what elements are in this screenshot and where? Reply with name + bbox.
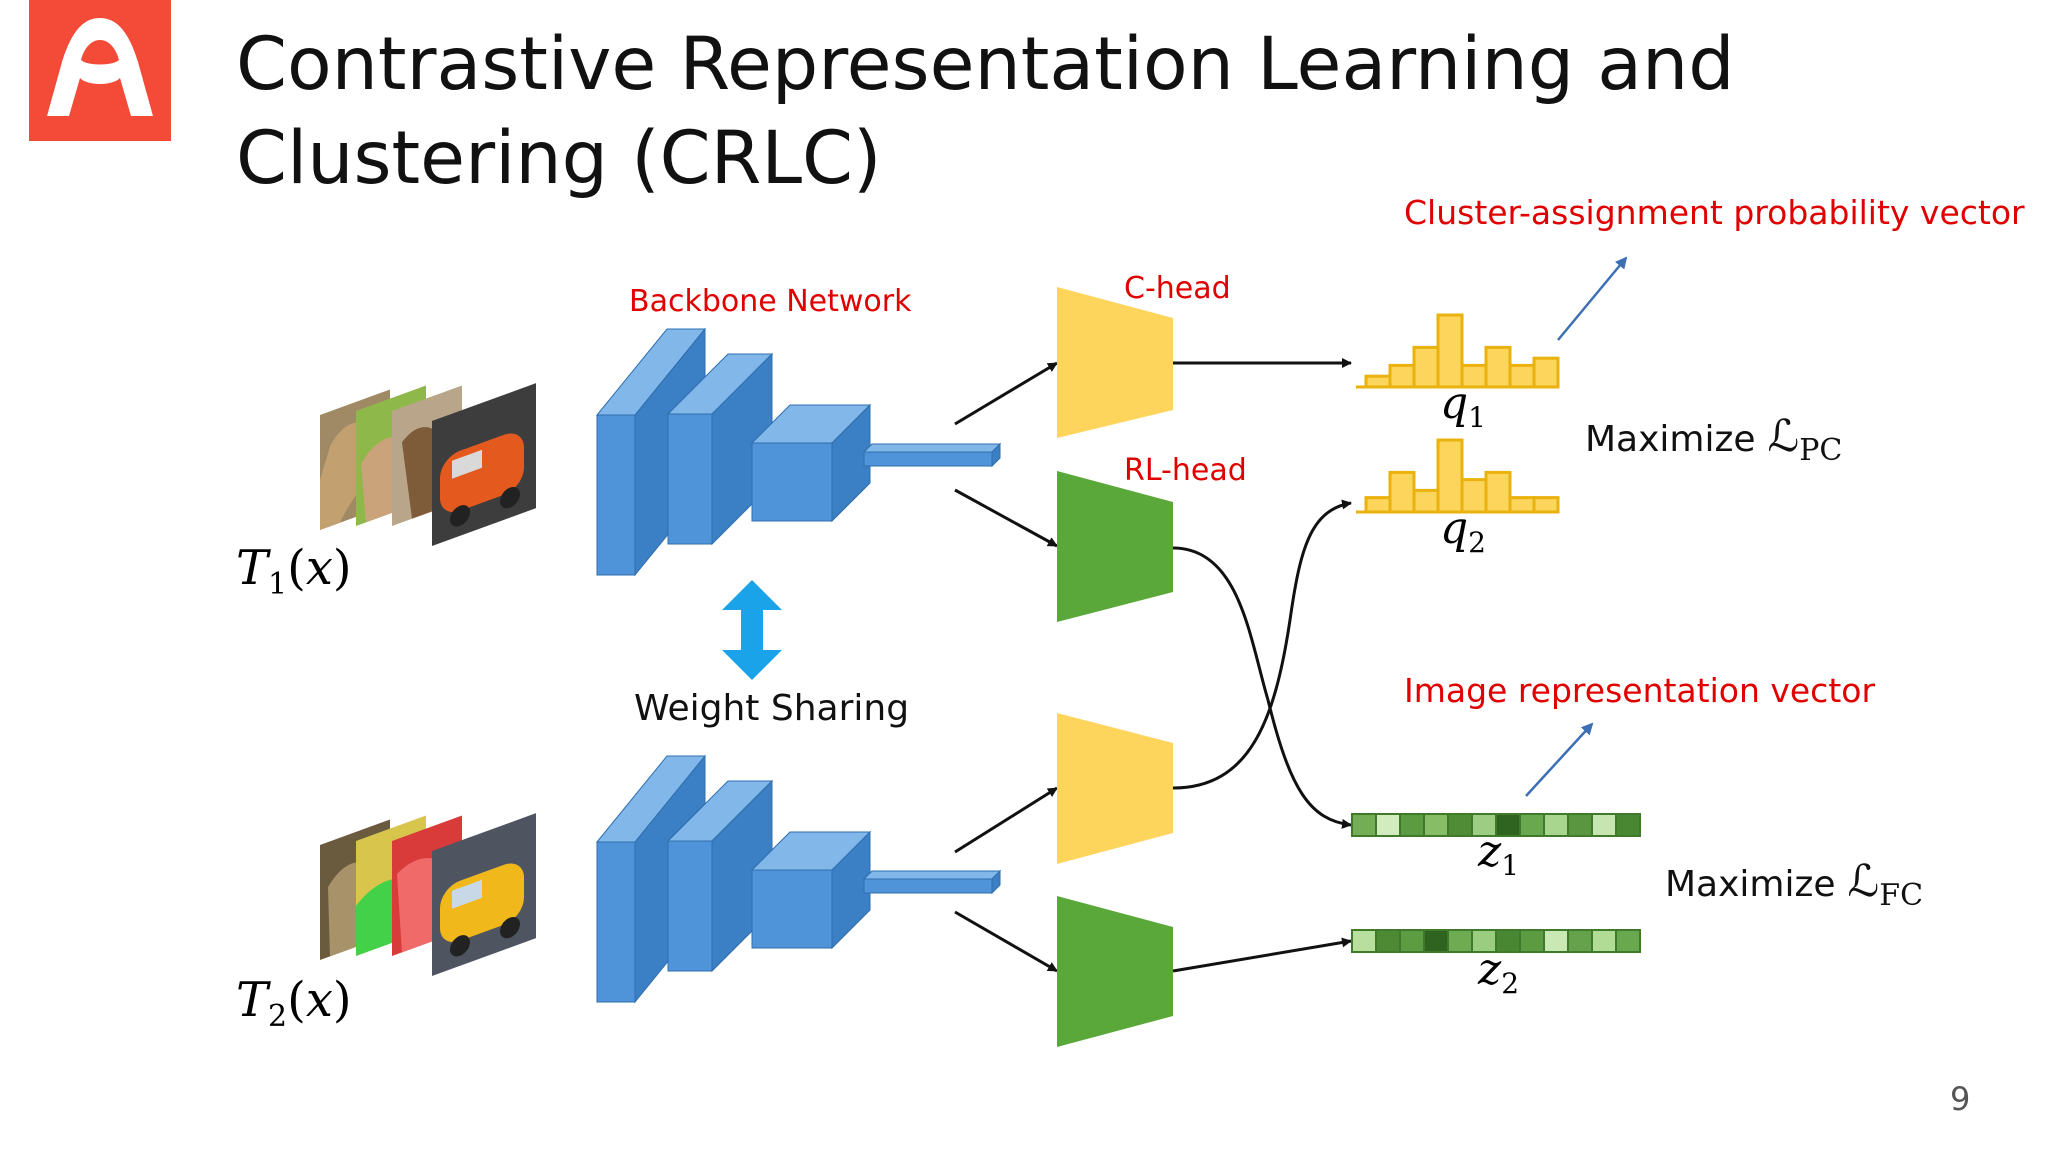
- z2-cell: [1567, 929, 1593, 953]
- backbone-output-bar-side: [991, 869, 1001, 895]
- slide-title: Contrastive Representation Learning and …: [236, 18, 1735, 206]
- z1-cell: [1447, 813, 1473, 837]
- q2-bar: [1508, 496, 1536, 514]
- z1-cell: [1567, 813, 1593, 837]
- input-image-stack-t2: [320, 813, 536, 976]
- rl-head-label: RL-head: [1124, 453, 1247, 488]
- q2-bar: [1388, 470, 1416, 514]
- backbone-output-bar-top: [862, 870, 1002, 880]
- vector-z2: [1351, 929, 1641, 953]
- t2-label: T2(x): [236, 972, 352, 1034]
- q1-bar: [1508, 363, 1536, 389]
- z1-label: z1: [1477, 826, 1519, 882]
- arrow-backbone-to-c-head-bottom: [954, 786, 1058, 854]
- cluster-vector-pointer-arrow: [1557, 256, 1628, 341]
- z2-cell: [1519, 929, 1545, 953]
- histogram-q1: [1356, 313, 1560, 389]
- page-number: 9: [1950, 1080, 1970, 1118]
- backbone-block-2-front: [667, 413, 713, 545]
- cluster-vector-label: Cluster-assignment probability vector: [1404, 193, 2025, 232]
- q2-label: q2: [1440, 503, 1486, 559]
- t1-label: T1(x): [236, 540, 352, 602]
- z1-cell: [1375, 813, 1401, 837]
- z1-cell: [1591, 813, 1617, 837]
- backbone-block-2-front: [667, 840, 713, 972]
- t1-arg-x: x: [306, 540, 333, 596]
- q1-bar: [1412, 345, 1440, 389]
- backbone-output-bar-top: [862, 443, 1002, 453]
- z1-cell: [1399, 813, 1425, 837]
- z2-label: z2: [1477, 944, 1519, 1000]
- q2-bar: [1436, 438, 1464, 514]
- arrow-backbone-to-rl-head-top: [954, 488, 1058, 548]
- c-head-label: C-head: [1124, 271, 1231, 306]
- backbone-block-1-front: [596, 414, 636, 576]
- z2-cell: [1351, 929, 1377, 953]
- q2-bar: [1484, 470, 1512, 514]
- vector-z1: [1351, 813, 1641, 837]
- z1-cell: [1351, 813, 1377, 837]
- q1-bar: [1364, 374, 1392, 389]
- backbone-network-top: [595, 327, 1002, 577]
- c-head-bottom: [1057, 713, 1173, 864]
- q1-bar: [1484, 345, 1512, 389]
- weight-sharing-label: Weight Sharing: [634, 688, 909, 729]
- q2-bar: [1364, 496, 1392, 514]
- backbone-label: Backbone Network: [629, 284, 912, 319]
- z2-cell: [1447, 929, 1473, 953]
- z2-cell: [1591, 929, 1617, 953]
- q2-bar: [1532, 496, 1560, 514]
- z2-cell: [1543, 929, 1569, 953]
- z1-cell: [1543, 813, 1569, 837]
- logo-icon: [29, 0, 171, 141]
- z2-cell: [1375, 929, 1401, 953]
- rl-head-bottom: [1057, 896, 1173, 1047]
- q2-bar: [1412, 488, 1440, 514]
- z2-cell: [1615, 929, 1641, 953]
- z1-cell: [1615, 813, 1641, 837]
- image-vector-pointer-arrow: [1525, 722, 1594, 797]
- rl-head-top: [1057, 471, 1173, 622]
- z2-cell: [1399, 929, 1425, 953]
- weight-sharing-arrow-icon: [722, 580, 782, 680]
- arrow-c-head-bottom-to-q2: [1172, 499, 1352, 790]
- arrow-backbone-to-c-head-top: [954, 361, 1058, 426]
- z1-cell: [1519, 813, 1545, 837]
- backbone-block-1-front: [596, 841, 636, 1003]
- title-line-2: Clustering (CRLC): [236, 116, 882, 201]
- q1-bar: [1532, 356, 1560, 389]
- backbone-block-3-front: [751, 442, 833, 522]
- histogram-q2: [1356, 438, 1560, 514]
- backbone-network-bottom: [595, 754, 1002, 1004]
- c-head-top: [1057, 287, 1173, 438]
- backbone-block-3-front: [751, 869, 833, 949]
- title-line-1: Contrastive Representation Learning and: [236, 22, 1735, 107]
- image-vector-label: Image representation vector: [1404, 671, 1875, 710]
- z2-cell: [1423, 929, 1449, 953]
- input-image-stack-t1: [320, 383, 536, 546]
- q1-bar: [1436, 313, 1464, 389]
- backbone-output-bar-side: [991, 442, 1001, 468]
- z1-cell: [1423, 813, 1449, 837]
- arrow-rl-head-bottom-to-z2: [1172, 937, 1352, 973]
- arrow-backbone-to-rl-head-bottom: [954, 910, 1058, 973]
- q1-bar: [1388, 363, 1416, 389]
- arrow-rl-head-top-to-z1: [1172, 546, 1352, 829]
- backbone-output-bar: [863, 451, 993, 467]
- backbone-output-bar: [863, 878, 993, 894]
- q1-label: q1: [1440, 378, 1486, 434]
